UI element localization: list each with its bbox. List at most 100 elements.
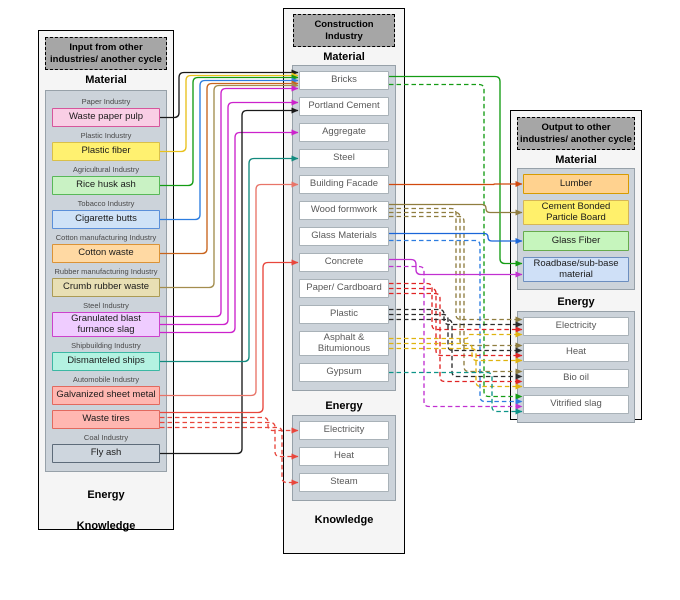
edge-plast-to-r_elec: [389, 308, 523, 328]
node-bricks: Bricks: [299, 71, 389, 90]
edge-asph-to-r_bio: [389, 347, 523, 390]
construction-material-label: Material: [323, 51, 365, 63]
input-material-label: Material: [85, 74, 127, 86]
edge-wood-to-r_bio: [389, 215, 523, 375]
node-steel: Steel: [299, 149, 389, 168]
edge-plast-to-r_heat: [389, 313, 523, 354]
edge-wtr-to-m_heat: [160, 421, 299, 460]
node-wood: Wood formwork: [299, 201, 389, 220]
construction-knowledge-label: Knowledge: [314, 514, 374, 526]
edge-paper-to-r_heat: [389, 287, 523, 359]
edge-cig-to-bricks: [160, 77, 299, 221]
node-r_vslag: Vitrified slag: [523, 395, 629, 414]
edge-conc-to-r_vslag: [389, 265, 523, 410]
node-aggr: Aggregate: [299, 123, 389, 142]
node-r_bio: Bio oil: [523, 369, 629, 388]
input-item: Waste tires: [52, 410, 160, 429]
node-pcem: Portland Cement: [299, 97, 389, 116]
edge-bfac-to-lumber: [389, 181, 523, 187]
edge-bricks-to-r_vslag: [389, 83, 523, 400]
edge-conc-to-roadbase: [389, 258, 523, 278]
edge-fash-to-pcem: [160, 107, 299, 455]
node-fash: Fly ash: [52, 444, 160, 463]
construction-energy-label: Energy: [325, 400, 363, 412]
node-cig: Cigarette butts: [52, 210, 160, 229]
node-roadbase: Roadbase/sub-base material: [523, 257, 629, 282]
node-dsh: Dismanteled ships: [52, 352, 160, 371]
node-cot: Cotton waste: [52, 244, 160, 263]
node-gsm: Galvanized sheet metal: [52, 386, 160, 405]
edge-wtr-to-conc: [160, 259, 299, 414]
node-glass: Glass Materials: [299, 227, 389, 246]
edge-asph-to-r_elec: [389, 331, 523, 340]
industry-label: Cotton manufacturing Industry: [55, 233, 157, 242]
node-m_heat: Heat: [299, 447, 389, 466]
node-pfib: Plastic fiber: [52, 142, 160, 161]
output-panel: Output to other industries/ another cycl…: [510, 110, 642, 423]
edge-dsh-to-steel: [160, 155, 299, 363]
industry-label: Steel Industry: [83, 301, 129, 310]
node-rha: Rice husk ash: [52, 176, 160, 195]
node-m_steam: Steam: [299, 473, 389, 492]
node-bfac: Building Facade: [299, 175, 389, 194]
node-gfiber: Glass Fiber: [523, 231, 629, 251]
edge-bricks-to-roadbase: [389, 75, 523, 267]
industry-label: Rubber manufacturing Industry: [54, 267, 158, 276]
industry-label: Paper Industry: [81, 97, 131, 106]
edge-gbfs-to-pcem: [160, 99, 299, 326]
edge-gyps-to-r_vslag: [389, 371, 523, 415]
industry-label: Automobile Industry: [72, 375, 140, 384]
edge-wtr-to-m_steam: [160, 426, 299, 486]
edge-rha-to-bricks: [160, 74, 299, 187]
node-paper: Paper/ Cardboard: [299, 279, 389, 298]
industry-label: Agricultural Industry: [72, 165, 140, 174]
node-r_elec: Electricity: [523, 317, 629, 336]
industry-label: Tobacco Industry: [77, 199, 135, 208]
industry-label: Plastic Industry: [80, 131, 132, 140]
node-gyps: Gypsum: [299, 363, 389, 382]
edge-crw-to-bricks: [160, 82, 299, 289]
edge-glass-to-r_vslag: [389, 239, 523, 405]
node-asph: Asphalt & Bitumionous: [299, 331, 389, 356]
node-gbfs: Granulated blast furnance slag: [52, 312, 160, 337]
edge-plast-to-r_bio: [389, 318, 523, 380]
input-panel: Input from other industries/ another cyc…: [38, 30, 174, 532]
output-energy-label: Energy: [557, 296, 595, 308]
node-conc: Concrete: [299, 253, 389, 272]
edge-paper-to-r_elec: [389, 282, 523, 333]
edge-gsm-to-bfac: [160, 181, 299, 397]
node-r_heat: Heat: [523, 343, 629, 362]
input-energy-label: Energy: [87, 489, 125, 501]
node-cbpb: Cement Bonded Particle Board: [523, 200, 629, 225]
node-wtr: Waste tires: [52, 410, 160, 429]
edge-gbfs-to-bricks: [160, 85, 299, 318]
edge-glass-to-gfiber: [389, 232, 523, 244]
node-m_elec: Electricity: [299, 421, 389, 440]
output-panel-title: Output to other industries/ another cycl…: [517, 117, 635, 150]
edge-wood-to-r_elec: [389, 207, 523, 323]
node-lumber: Lumber: [523, 174, 629, 194]
edge-gbfs-to-aggr: [160, 129, 299, 334]
edge-asph-to-r_heat: [389, 342, 523, 364]
edge-wood-to-r_heat: [389, 211, 523, 349]
edge-paper-to-r_bio: [389, 292, 523, 385]
industry-label: Coal Industry: [83, 433, 129, 442]
node-plast: Plastic: [299, 305, 389, 324]
industry-label: Shipbuilding Industry: [71, 341, 141, 350]
